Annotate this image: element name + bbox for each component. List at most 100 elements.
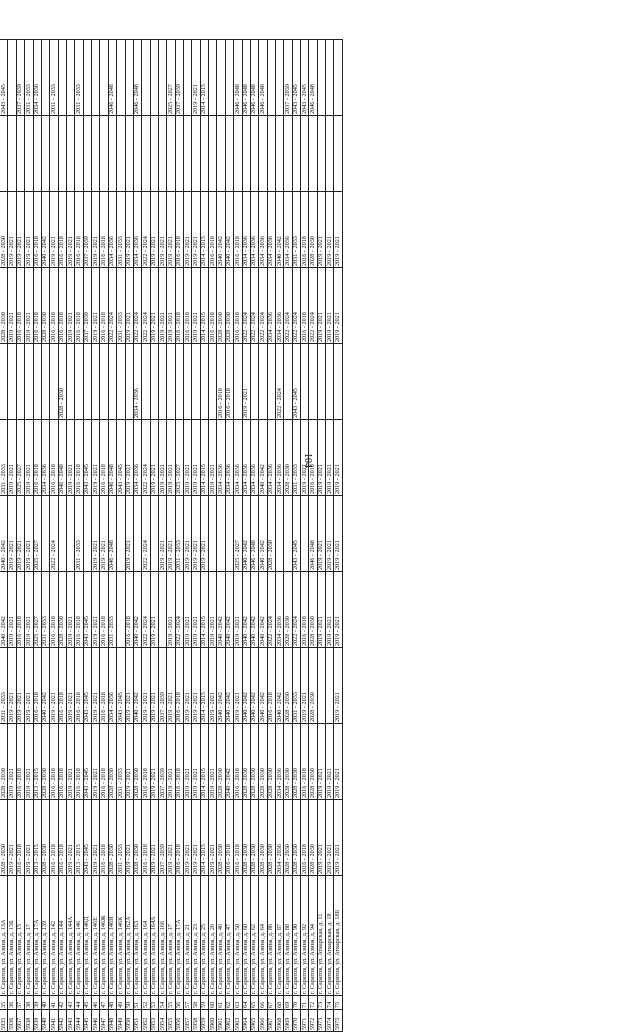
table-cell: [58, 495, 67, 572]
table-cell: 2019 - 2021: [208, 799, 217, 876]
table-cell: 2037 - 2039: [175, 39, 184, 116]
table-cell: [275, 115, 284, 192]
table-cell: 2014 - 2015: [200, 419, 209, 496]
table-cell: [91, 343, 100, 420]
table-cell: [216, 495, 226, 572]
table-cell: [325, 39, 334, 116]
table-cell: 2037 - 2039: [16, 39, 25, 116]
table-cell: 2016 - 2018: [216, 343, 226, 420]
table-cell: 2040 - 2042: [216, 647, 226, 724]
table-cell: 52: [141, 995, 151, 1010]
table-cell: 2013 - 2015: [74, 799, 84, 876]
table-cell: 2034 - 2036: [275, 723, 284, 800]
table-cell: [250, 343, 259, 420]
table-cell: г. Саратов, ул. Азина, д. 146И: [108, 875, 117, 996]
table-cell: 40: [41, 995, 50, 1010]
table-cell: г. Саратов, ул. Азина, д. 13Б: [7, 875, 17, 996]
table-cell: 2028 - 2030: [292, 799, 301, 876]
table-cell: 2046 - 2048: [242, 39, 251, 116]
table-cell: г. Саратов, ул. Азина, д. 15: [16, 875, 25, 996]
table-cell: [216, 115, 226, 192]
table-cell: [200, 343, 209, 420]
table-cell: 5972: [308, 1009, 318, 1032]
table-cell: 2028 - 2030: [242, 723, 251, 800]
table-cell: 2014 - 2015: [200, 799, 209, 876]
table-cell: г. Саратов, ул. Азина, д. 144: [58, 875, 67, 996]
table-cell: 2016 - 2018: [74, 723, 84, 800]
table-cell: 2037 - 2039: [83, 267, 92, 344]
table-cell: 2016 - 2018: [74, 419, 84, 496]
table-cell: 71: [300, 995, 309, 1010]
table-cell: 2028 - 2030: [216, 267, 226, 344]
table-cell: 2019 - 2021: [333, 647, 343, 724]
table-cell: 2019 - 2021: [24, 495, 34, 572]
table-cell: 61: [216, 995, 226, 1010]
table-cell: 5945: [83, 1009, 92, 1032]
table-cell: 2019 - 2021: [7, 419, 17, 496]
table-cell: 2019 - 2021: [125, 799, 134, 876]
table-cell: г. Саратов, ул. Азина, д. 17: [166, 875, 176, 996]
table-cell: 2043 - 2045: [300, 39, 309, 116]
table-cell: 2016 - 2018: [300, 799, 309, 876]
table-cell: 2034 - 2036: [33, 39, 42, 116]
table-cell: 2019 - 2021: [208, 419, 217, 496]
table-cell: 2034 - 2036: [225, 419, 234, 496]
table-cell: 54: [158, 995, 167, 1010]
table-cell: 50: [125, 995, 134, 1010]
table-cell: [333, 115, 343, 192]
table-cell: 2019 - 2021: [325, 723, 334, 800]
table-cell: 5965: [250, 1009, 259, 1032]
table-cell: 2028 - 2030: [283, 647, 293, 724]
table-cell: 5955: [166, 1009, 176, 1032]
table-cell: [317, 343, 326, 420]
table-cell: 2019 - 2021: [183, 191, 192, 268]
table-cell: г. Саратов, ул. Азина, д. 17А: [175, 875, 184, 996]
table-cell: 5967: [267, 1009, 276, 1032]
table-cell: 2019 - 2021: [16, 647, 25, 724]
table-cell: 2019 - 2021: [125, 495, 134, 572]
table-cell: [317, 115, 326, 192]
table-cell: 2016 - 2018: [233, 191, 243, 268]
table-cell: [166, 343, 176, 420]
table-cell: г. Саратов, ул. Азина, д. 25: [200, 875, 209, 996]
table-cell: 2016 - 2018: [233, 267, 243, 344]
table-cell: 45: [83, 995, 92, 1010]
table-cell: 2031 - 2033: [292, 419, 301, 496]
table-cell: 2019 - 2021: [183, 647, 192, 724]
table-cell: 2040 - 2042: [225, 723, 234, 800]
table-cell: 2019 - 2021: [99, 495, 109, 572]
table-cell: 47: [99, 995, 109, 1010]
table-cell: [108, 343, 117, 420]
table-cell: [116, 495, 125, 572]
table-cell: 2016 - 2018: [33, 267, 42, 344]
table-cell: 53: [150, 995, 159, 1010]
table-cell: 5956: [175, 1009, 184, 1032]
table-cell: 2016 - 2018: [233, 723, 243, 800]
table-cell: 5968: [275, 1009, 284, 1032]
table-cell: г. Саратов, ул. Азина, д. 146Е: [91, 875, 100, 996]
table-cell: [66, 39, 75, 116]
table-cell: г. Саратов, ул. Азина, д. 26: [208, 875, 217, 996]
table-cell: 2031 - 2033: [0, 647, 8, 724]
table-cell: 70: [292, 995, 301, 1010]
table-cell: [325, 115, 334, 192]
table-cell: [83, 495, 92, 572]
table-cell: 2019 - 2021: [325, 571, 334, 648]
table-cell: 2016 - 2018: [99, 419, 109, 496]
table-cell: [99, 343, 109, 420]
table-cell: 2034 - 2036: [250, 191, 259, 268]
table-cell: 2019 - 2021: [317, 267, 326, 344]
table-cell: 2034 - 2036: [133, 191, 142, 268]
table-cell: 2019 - 2021: [150, 799, 159, 876]
table-cell: 2025 - 2027: [233, 495, 243, 572]
table-cell: 2019 - 2021: [150, 267, 159, 344]
table-cell: 2019 - 2021: [166, 191, 176, 268]
